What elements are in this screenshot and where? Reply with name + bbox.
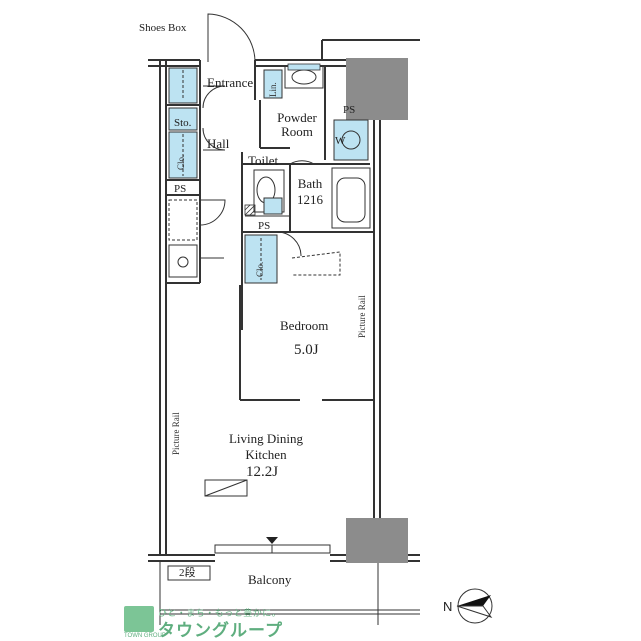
- column-top-right: [346, 58, 408, 120]
- ldk-label-1: Living Dining: [228, 431, 304, 446]
- powder-room-label-1: Powder: [277, 110, 317, 125]
- town-group-logo: ひと・まち・もっと豊かに。 タウングループ TOWN GROUP: [124, 604, 294, 641]
- bedroom-picture-rail-label: Picture Rail: [357, 295, 367, 338]
- north-label: N: [443, 599, 453, 614]
- ps-left-label: PS: [174, 183, 187, 195]
- logo-tagline: ひと・まち・もっと豊かに。: [158, 608, 282, 618]
- shoes-box-label: Shoes Box: [139, 22, 187, 34]
- logo-mark-icon: [124, 606, 154, 632]
- ps-mid-label: PS: [258, 220, 271, 232]
- balcony-label: Balcony: [248, 572, 292, 587]
- column-bottom-right: [346, 518, 408, 563]
- ps-top-label: PS: [343, 104, 356, 116]
- linen-storage: [263, 69, 283, 99]
- powder-room-label-2: Room: [281, 124, 313, 139]
- washer-icon: [341, 130, 361, 150]
- logo-name: タウングループ: [158, 621, 283, 641]
- washer-label: W: [335, 135, 346, 147]
- hall-label: Hall: [207, 136, 230, 151]
- bedroom-size: 5.0J: [294, 342, 319, 358]
- north-arrow-icon: [456, 588, 493, 624]
- step-label: 2段: [179, 567, 196, 579]
- bedroom-label: Bedroom: [280, 318, 329, 333]
- toilet-label: Toilet: [248, 153, 279, 168]
- hall-closet-label: Clo.: [176, 154, 186, 170]
- linen-label: Lin.: [268, 82, 278, 97]
- sink-cabinet: [287, 63, 321, 71]
- bath-label-1: Bath: [297, 176, 323, 191]
- washer-space: [333, 119, 369, 161]
- living-picture-rail-label: Picture Rail: [171, 412, 181, 455]
- ldk-size: 12.2J: [246, 464, 279, 480]
- sash-arrow-icon: [266, 537, 278, 544]
- north-indicator: N: [443, 580, 495, 632]
- logo-sub: TOWN GROUP: [124, 633, 166, 639]
- sto-label: Sto.: [174, 117, 192, 129]
- ldk-label-2: Kitchen: [245, 447, 287, 462]
- bath-label-2: 1216: [297, 192, 323, 207]
- bedroom-closet-label: Clo.: [255, 261, 265, 277]
- sto-storage: [168, 107, 198, 131]
- entrance-label: Entrance: [207, 75, 254, 90]
